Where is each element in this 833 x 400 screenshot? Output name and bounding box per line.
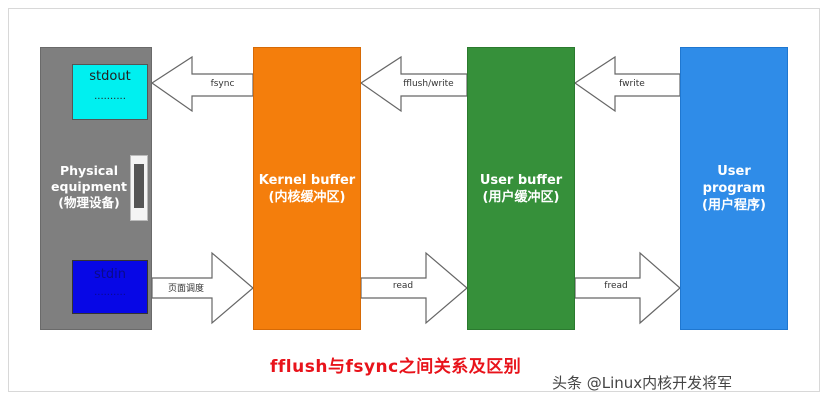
stdin-dots: .......... — [94, 287, 126, 298]
user-program-label-line2: program — [702, 181, 766, 196]
kernel-buffer-label: Kernel buffer — [258, 172, 356, 188]
physical-label-line2: equipment — [51, 179, 127, 194]
diagram-caption: fflush与fsync之间关系及区别 — [270, 357, 522, 377]
physical-label-line1: Physical — [59, 163, 119, 178]
read-label: read — [392, 281, 414, 291]
arrow-read — [360, 251, 468, 325]
fflush-write-label: fflush/write — [403, 79, 454, 89]
stdout-dots: .......... — [94, 91, 126, 102]
user-buffer-label: User buffer — [479, 172, 563, 188]
kernel-buffer-box: Kernel buffer (内核缓冲区) — [253, 47, 361, 330]
phone-device-icon — [130, 155, 148, 221]
fsync-label: fsync — [210, 79, 235, 89]
page-schedule-label: 页面调度 — [167, 284, 204, 294]
user-program-label-cn: (用户程序) — [702, 198, 766, 213]
user-buffer-box: User buffer (用户缓冲区) — [467, 47, 575, 330]
arrow-page-schedule — [151, 251, 254, 325]
arrow-fread — [574, 251, 681, 325]
watermark-text: 头条 @Linux内核开发将军 — [552, 374, 733, 392]
user-program-box: User program (用户程序) — [680, 47, 788, 330]
stdin-label: stdin — [94, 267, 126, 282]
kernel-buffer-label-cn: (内核缓冲区) — [268, 189, 346, 205]
user-buffer-label-cn: (用户缓冲区) — [482, 189, 560, 205]
stdin-box: stdin .......... — [72, 260, 148, 314]
stdout-box: stdout .......... — [72, 64, 148, 120]
physical-label-cn: (物理设备) — [58, 195, 120, 210]
fread-label: fread — [604, 281, 628, 291]
diagram-frame — [8, 8, 820, 392]
fwrite-label: fwrite — [619, 79, 645, 89]
physical-equipment-label: Physical equipment (物理设备) — [46, 163, 132, 211]
user-program-label-line1: User — [717, 164, 751, 179]
stdout-label: stdout — [89, 69, 131, 84]
